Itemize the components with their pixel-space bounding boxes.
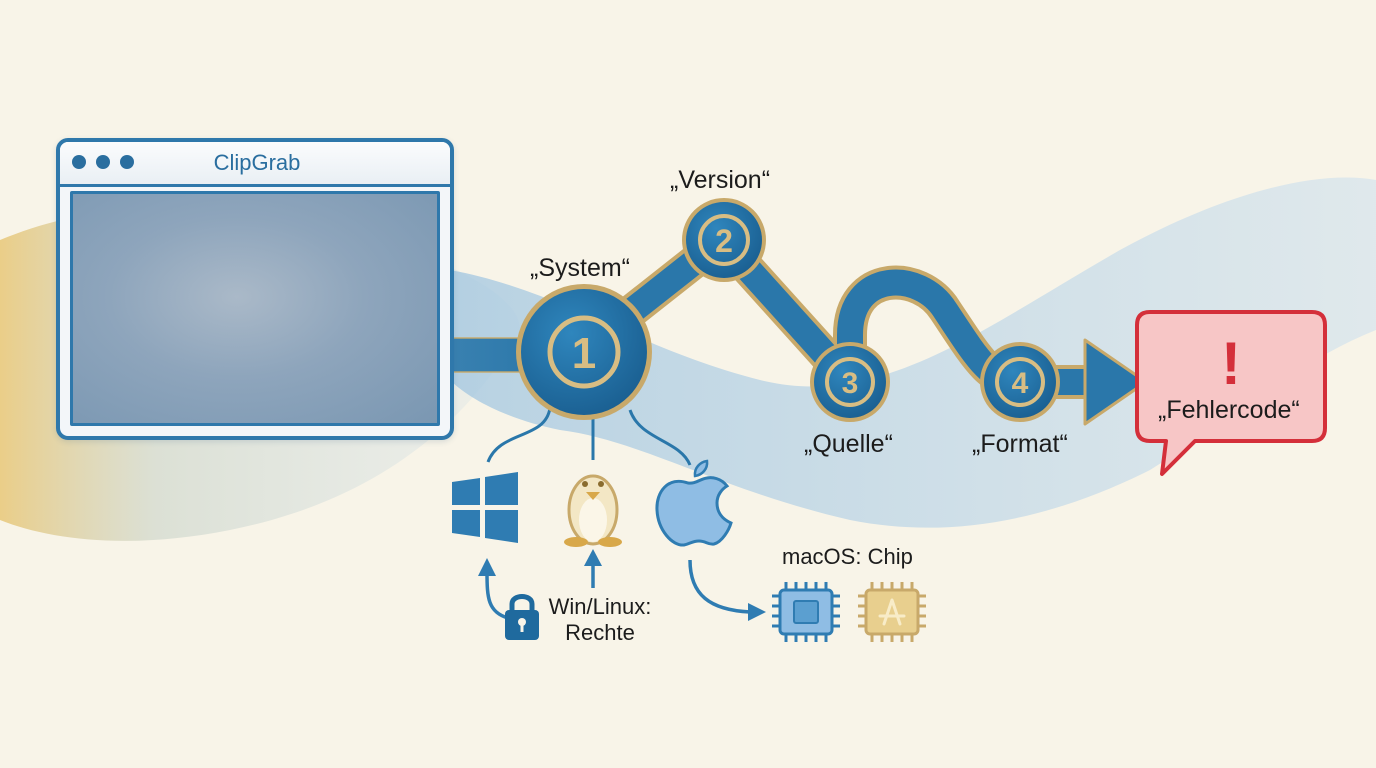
error-label: „Fehlercode“ [1158,396,1300,424]
window-title: ClipGrab [213,150,301,175]
windows-icon [452,472,518,543]
step-label-quelle: „Quelle“ [804,430,893,458]
branch-line-windows [486,407,552,463]
step-number-4: 4 [1012,367,1029,400]
arrow-to-linux-head [584,549,602,566]
error-exclamation-icon: ! [1221,330,1241,397]
cpu-chip-icon [772,582,840,642]
arrow-padlock-to-windows-head [478,558,496,576]
window-titlebar: ClipGrab [60,142,450,187]
arrow-padlock-to-windows [485,571,509,620]
app-store-chip-icon [858,582,926,642]
step-label-system: „System“ [530,254,630,282]
clipgrab-window: ClipGrab [56,138,454,440]
step-label-format: „Format“ [972,430,1068,458]
step-number-1: 1 [572,329,596,378]
arrowhead [1083,338,1148,426]
arrow-apple-to-chip-head [748,603,766,621]
padlock-icon [505,594,539,640]
step-number-3: 3 [842,367,859,400]
window-content-area [70,191,440,426]
note-macos-chip: macOS: Chip [782,544,913,569]
error-bubble [1135,310,1327,476]
step-number-2: 2 [715,223,733,259]
window-control-dot[interactable] [120,155,134,169]
step-node-2 [682,198,766,282]
step-node-1 [516,284,652,420]
step-node-4 [980,342,1060,422]
step-label-version: „Version“ [670,166,771,194]
note-win-linux-rights: Win/Linux: Rechte [548,594,652,645]
arrow-apple-to-chip [688,559,751,614]
apple-icon [655,459,733,547]
branch-line-apple [628,409,692,466]
window-control-dot[interactable] [96,155,110,169]
linux-tux-icon [564,474,622,547]
window-control-dot[interactable] [72,155,86,169]
step-node-3 [810,342,890,422]
